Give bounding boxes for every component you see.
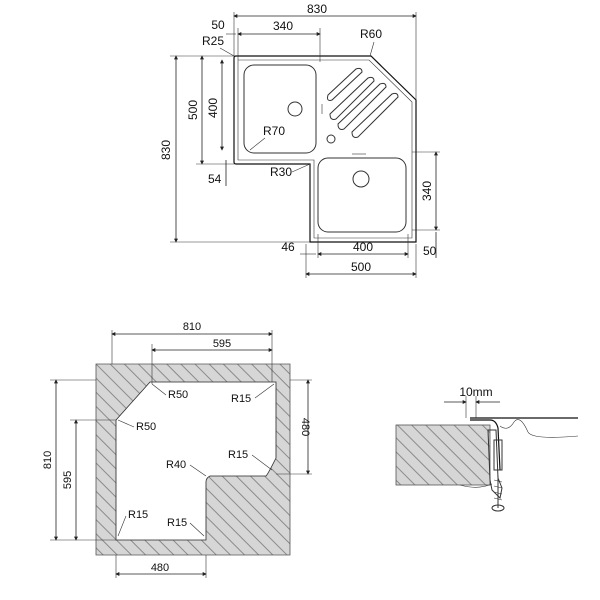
dim-830-top: 830 <box>307 2 327 16</box>
clip-arm <box>459 483 493 488</box>
sink-top-view: 830 340 50 R25 R60 830 500 400 R70 54 <box>159 2 440 278</box>
dim-50-right: 50 <box>423 244 437 258</box>
detail-countertop <box>395 424 491 486</box>
dim-500-left: 500 <box>186 100 200 120</box>
sink-inner-rim <box>237 59 413 239</box>
label-r60: R60 <box>360 27 382 41</box>
mounting-clip <box>487 429 503 500</box>
label-r15-c: R15 <box>128 509 148 521</box>
label-r15-a: R15 <box>231 393 251 405</box>
label-r50-b: R50 <box>136 421 156 433</box>
label-r25: R25 <box>202 34 224 48</box>
dim-810-top: 810 <box>183 321 201 333</box>
label-r30: R30 <box>270 165 292 179</box>
countertop-hatched <box>95 363 291 556</box>
cutout-view: 810 595 R50 R15 R50 R15 R40 R15 R15 480 … <box>42 321 312 578</box>
bowl-1-drain <box>287 101 303 117</box>
label-r50-a: R50 <box>168 389 188 401</box>
bowl-1 <box>243 64 317 154</box>
dim-595-left: 595 <box>62 471 74 489</box>
dim-500-bottom: 500 <box>351 260 371 274</box>
label-r70: R70 <box>263 124 285 138</box>
clip-screw-head <box>491 504 505 512</box>
dim-830-left: 830 <box>159 140 173 160</box>
label-r15-b: R15 <box>228 449 248 461</box>
dim-54: 54 <box>208 172 222 186</box>
bowl-2-drain <box>352 170 370 188</box>
dim-595-top: 595 <box>213 338 231 350</box>
dim-400-left: 400 <box>206 98 220 118</box>
dim-810-left: 810 <box>42 451 54 469</box>
sink-rim-profile <box>470 417 578 471</box>
clip-bracket <box>493 439 503 471</box>
cutout-outline <box>115 381 277 541</box>
dim-480-right: 480 <box>299 418 311 436</box>
dim-10mm: 10mm <box>459 385 492 399</box>
dim-400-bottom: 400 <box>353 240 373 254</box>
label-r40: R40 <box>166 459 186 471</box>
dim-340-top: 340 <box>273 19 293 33</box>
dim-46: 46 <box>281 240 295 254</box>
sink-outline <box>233 55 417 243</box>
dim-340-right: 340 <box>420 181 434 201</box>
mounting-detail-view: 10mm <box>395 385 579 512</box>
dim-480-bottom: 480 <box>151 562 169 574</box>
dim-50-top: 50 <box>211 18 225 32</box>
drainer-grooves <box>327 67 399 138</box>
sink-bowl-curve <box>499 419 579 438</box>
label-r15-d: R15 <box>167 517 187 529</box>
tap-hole <box>326 134 336 144</box>
bowl-2 <box>317 157 407 233</box>
